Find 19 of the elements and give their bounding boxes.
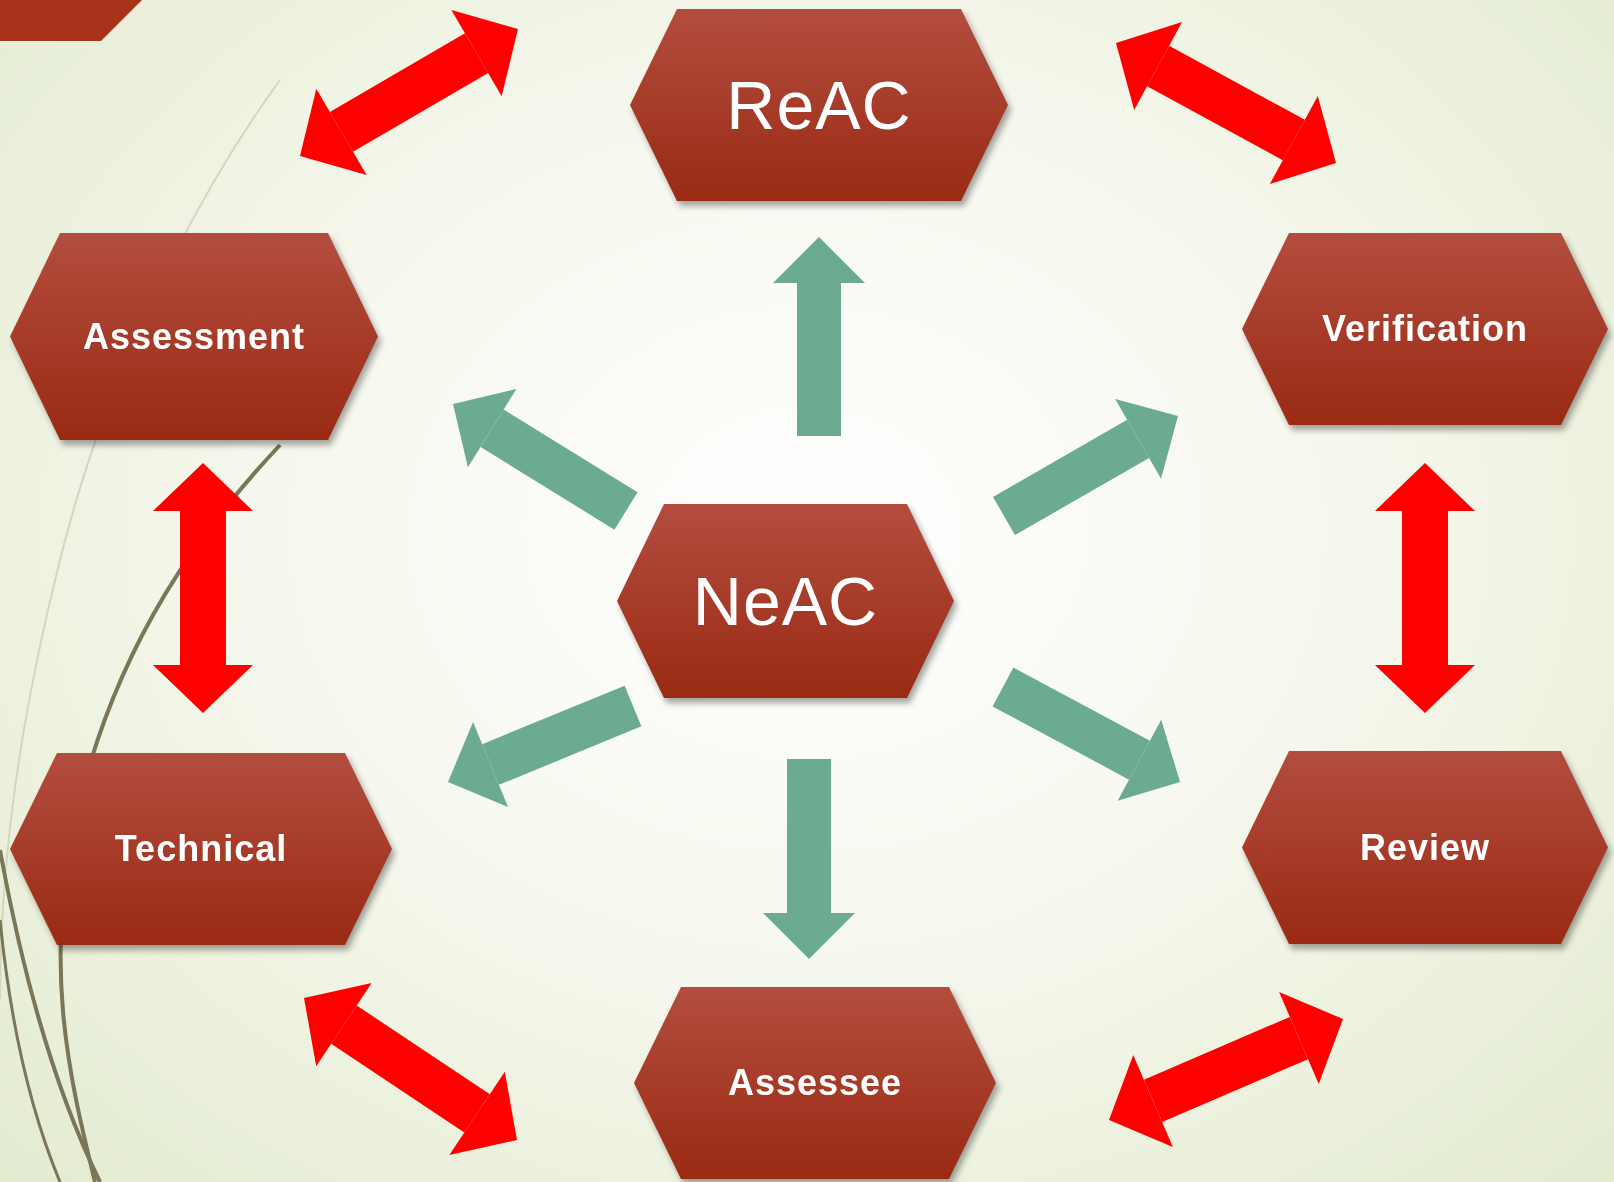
block-arrow <box>992 667 1180 801</box>
double-arrow <box>1375 463 1475 713</box>
block-arrow <box>773 237 865 436</box>
node-label: Technical <box>114 828 288 870</box>
block-arrow <box>453 389 638 530</box>
node-label: Assessee <box>727 1062 903 1104</box>
double-arrow <box>300 9 518 176</box>
double-arrow <box>153 463 253 713</box>
node-label: NeAC <box>692 562 879 640</box>
node-label: Verification <box>1321 308 1529 350</box>
block-arrow <box>448 685 642 808</box>
node-label: ReAC <box>726 66 912 144</box>
double-arrow <box>1116 22 1336 184</box>
block-arrow <box>993 399 1178 536</box>
block-arrow <box>763 759 855 959</box>
double-arrow <box>304 983 517 1155</box>
double-arrow <box>1109 992 1343 1147</box>
node-label: Assessment <box>82 315 306 358</box>
node-label: Review <box>1359 826 1491 869</box>
